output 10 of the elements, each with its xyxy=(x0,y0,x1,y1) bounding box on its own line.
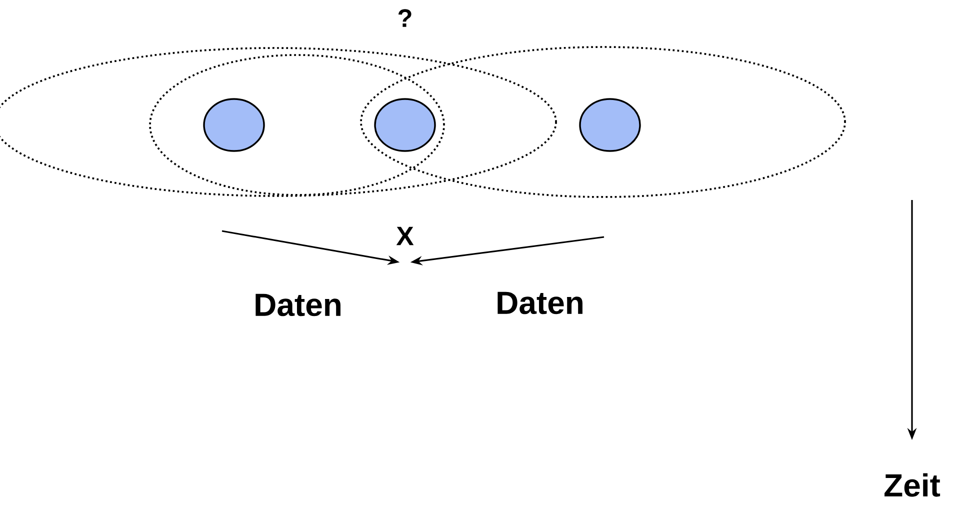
circle xyxy=(374,98,436,152)
text-label: Zeit xyxy=(884,473,940,497)
dotted-ellipse xyxy=(149,54,445,196)
circle xyxy=(579,98,641,152)
edge-label: Daten xyxy=(256,294,340,316)
text-label: ? xyxy=(398,9,412,27)
edge-label: Daten xyxy=(498,292,582,314)
node-label: X xyxy=(396,226,414,246)
circle xyxy=(203,98,265,152)
dotted-ellipse xyxy=(360,46,846,198)
